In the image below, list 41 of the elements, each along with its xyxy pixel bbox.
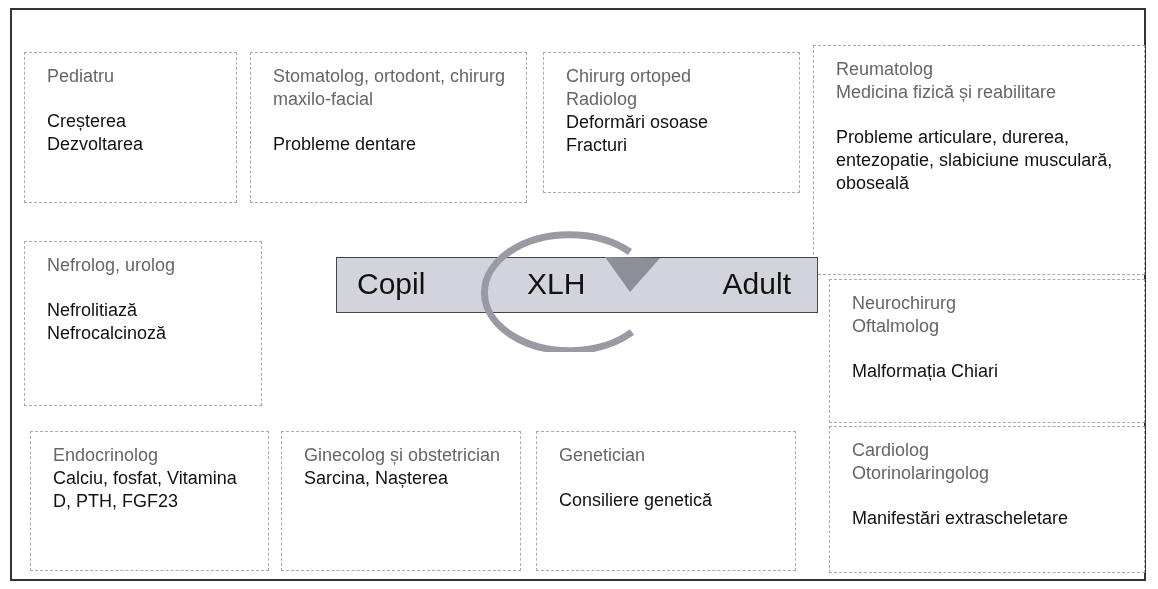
timeline-bar bbox=[336, 257, 818, 313]
condition-text: Probleme articulare, durerea, entezopatie, slabiciune musculară, oboseală bbox=[836, 126, 1114, 195]
condition-text: Sarcina, Nașterea bbox=[304, 467, 450, 490]
condition-text: Calciu, fosfat, Vitamina D, PTH, FGF23 bbox=[53, 467, 238, 513]
specialist-label: Neurochirurg bbox=[852, 292, 958, 315]
condition-text: Fracturi bbox=[566, 134, 628, 157]
specialty-box bbox=[829, 279, 1145, 423]
specialist-label: Genetician bbox=[559, 444, 647, 467]
condition-text: Probleme dentare bbox=[273, 133, 418, 156]
specialist-label: Reumatolog bbox=[836, 58, 935, 81]
stage-label: Adult bbox=[722, 267, 791, 301]
specialty-box bbox=[281, 431, 521, 571]
specialist-label: Chirurg ortoped bbox=[566, 65, 693, 88]
specialty-box bbox=[813, 45, 1145, 275]
stage-label: Copil bbox=[357, 267, 426, 301]
condition-text: Nefrolitiază bbox=[47, 299, 139, 322]
acronym-label: XLH bbox=[527, 267, 586, 301]
specialty-box bbox=[536, 431, 796, 571]
specialty-box bbox=[30, 431, 269, 571]
condition-text: Malformația Chiari bbox=[852, 360, 1000, 383]
condition-text: Creșterea bbox=[47, 110, 128, 133]
specialist-label: Ginecolog și obstetrician bbox=[304, 444, 502, 467]
specialty-box bbox=[543, 52, 800, 193]
condition-text: Nefrocalcinoză bbox=[47, 322, 168, 345]
condition-text: Consiliere genetică bbox=[559, 489, 714, 512]
specialist-label: Nefrolog, urolog bbox=[47, 254, 177, 277]
specialty-box bbox=[829, 426, 1145, 573]
specialty-box bbox=[24, 241, 262, 406]
condition-text: Deformări osoase bbox=[566, 111, 710, 134]
specialist-label: Oftalmolog bbox=[852, 315, 941, 338]
specialist-label: Cardiolog bbox=[852, 439, 931, 462]
specialist-label: Endocrinolog bbox=[53, 444, 160, 467]
specialist-label: Stomatolog, ortodont, chirurg maxilo-facial bbox=[273, 65, 507, 111]
specialty-box bbox=[24, 52, 237, 203]
condition-text: Dezvoltarea bbox=[47, 133, 145, 156]
specialist-label: Otorinolaringolog bbox=[852, 462, 991, 485]
specialist-label: Medicina fizică și reabilitare bbox=[836, 81, 1058, 104]
condition-text: Manifestări extrascheletare bbox=[852, 507, 1070, 530]
specialist-label: Radiolog bbox=[566, 88, 639, 111]
specialty-box bbox=[250, 52, 527, 203]
specialist-label: Pediatru bbox=[47, 65, 116, 88]
